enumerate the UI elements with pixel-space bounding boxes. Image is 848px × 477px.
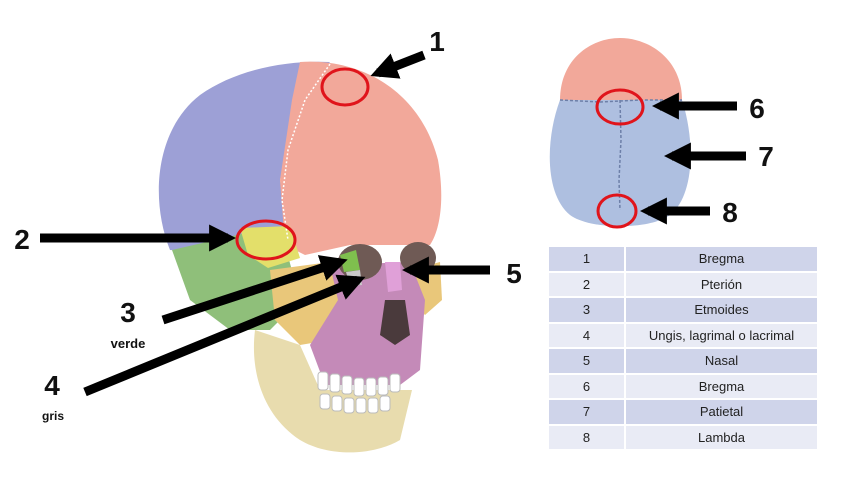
label-6: 6: [749, 93, 765, 124]
circle-6: [595, 88, 645, 126]
nasal-bone: [385, 262, 402, 292]
arrow-4: [83, 274, 366, 397]
label-7: 7: [758, 141, 774, 172]
label-3-note: verde: [111, 336, 146, 351]
label-8: 8: [722, 197, 738, 228]
legend-number: 1: [549, 247, 626, 271]
lateral-skull: [158, 61, 442, 453]
label-4-note: gris: [42, 409, 64, 423]
legend-name: Bregma: [626, 247, 817, 271]
circles: [235, 67, 645, 261]
superior-frontal: [560, 38, 682, 100]
nasal-cavity: [380, 300, 410, 345]
superior-skull: [549, 38, 691, 227]
label-4: 4: [44, 370, 60, 401]
legend-number: 2: [549, 272, 626, 296]
parietal-bone: [158, 61, 330, 255]
label-5: 5: [506, 258, 522, 289]
label-2: 2: [14, 224, 30, 255]
legend-number: 4: [549, 323, 626, 347]
legend-number: 8: [549, 425, 626, 449]
legend-name: Lambda: [626, 425, 817, 449]
circle-2: [235, 219, 297, 261]
legend-name: Patietal: [626, 400, 817, 424]
circle-1: [320, 67, 370, 107]
legend-number: 5: [549, 349, 626, 373]
legend-name: Pterión: [626, 272, 817, 296]
legend-name: Nasal: [626, 349, 817, 373]
arrow-3: [161, 255, 348, 325]
label-1: 1: [429, 26, 445, 57]
frontal-bone: [280, 61, 442, 255]
legend-name: Bregma: [626, 374, 817, 398]
legend-number: 6: [549, 374, 626, 398]
coronal-suture: [281, 63, 331, 241]
label-3: 3: [120, 297, 136, 328]
arrows: [40, 50, 746, 397]
superior-parietal: [549, 100, 691, 227]
legend-number: 3: [549, 298, 626, 322]
circle-8: [596, 193, 638, 229]
arrow-1: [370, 50, 426, 79]
legend-name: Ungis, lagrimal o lacrimal: [626, 323, 817, 347]
legend-name: Etmoides: [626, 298, 817, 322]
teeth: [317, 371, 401, 414]
legend-number: 7: [549, 400, 626, 424]
